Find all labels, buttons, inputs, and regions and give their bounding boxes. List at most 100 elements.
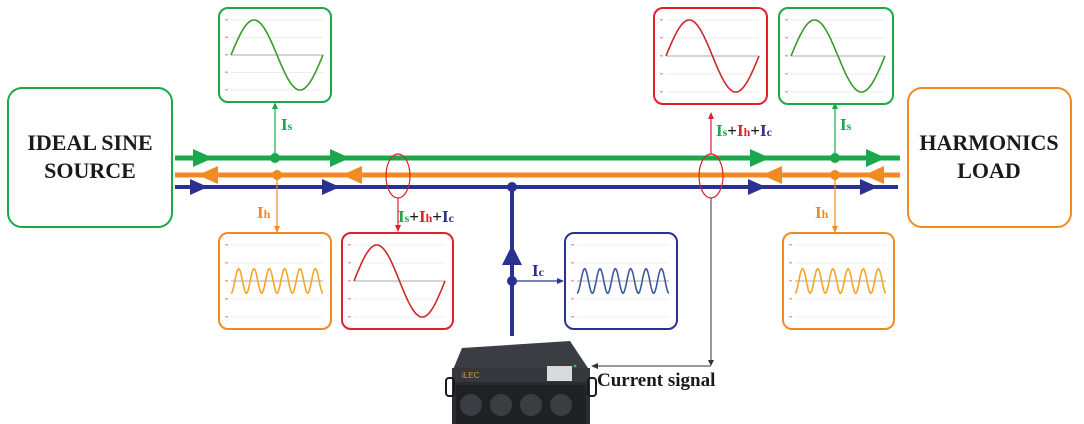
fan-icon [550, 394, 572, 416]
waveform-trace [576, 267, 670, 295]
status-led-icon [573, 364, 577, 368]
junction-dot [270, 153, 280, 163]
tick-label [348, 244, 351, 246]
tick-label [571, 262, 574, 264]
junction-dot [272, 170, 282, 180]
ic-label: Ic [532, 261, 545, 280]
tick-label [660, 19, 663, 21]
tick-label [789, 298, 792, 300]
sum-label-right: Is+Ih+Ic [716, 121, 773, 140]
harmonic-flow-arrows [198, 166, 884, 184]
fan-icon [520, 394, 542, 416]
tick-label [789, 262, 792, 264]
tick-label [348, 262, 351, 264]
tick-label [785, 37, 788, 39]
load-label-line1: HARMONICS [919, 130, 1058, 155]
fan-icon [460, 394, 482, 416]
scope-sum-left [341, 232, 454, 330]
ih-label-right: Ih [815, 203, 829, 222]
tick-label [571, 280, 574, 282]
arrow-left-icon [591, 363, 598, 369]
waveform-trace [790, 19, 886, 93]
arrow-right-icon [557, 278, 564, 284]
tick-label [225, 71, 228, 73]
ih-label-left: Ih [257, 203, 271, 222]
arrow-right-icon [750, 149, 770, 167]
junction-dot [830, 153, 840, 163]
waveform-trace [353, 244, 446, 318]
svg-text:Is+Ih+Ic: Is+Ih+Ic [398, 207, 455, 226]
scope-is-right [778, 7, 894, 105]
tick-label [225, 262, 228, 264]
tick-label [785, 55, 788, 57]
tick-label [571, 244, 574, 246]
is-label-right: Is [840, 115, 852, 134]
active-harmonic-filter-device: iLEC [445, 341, 597, 424]
source-flow-arrows [193, 149, 886, 167]
tick-label [348, 316, 351, 318]
scope-ih-left [218, 232, 332, 330]
tick-label [225, 316, 228, 318]
tick-label [225, 89, 228, 91]
tick-label [789, 316, 792, 318]
tick-label [789, 244, 792, 246]
scope-sum-right [653, 7, 768, 105]
device-brand-logo: iLEC [462, 371, 480, 380]
arrow-right-icon [322, 179, 340, 195]
arrow-right-icon [330, 149, 350, 167]
arrow-up-icon [708, 112, 714, 119]
svg-text:Ic: Ic [532, 261, 545, 280]
svg-text:Ih: Ih [257, 203, 271, 222]
arrow-up-icon [832, 102, 838, 109]
source-label-line1: IDEAL SINE [27, 130, 152, 155]
arrow-up-icon [272, 102, 278, 109]
svg-text:Is: Is [281, 115, 293, 134]
svg-text:Ih: Ih [815, 203, 829, 222]
load-label-line2: LOAD [957, 158, 1021, 183]
tick-label [785, 91, 788, 93]
junction-dot [507, 182, 517, 192]
waveform-trace [794, 267, 887, 295]
tick-label [785, 73, 788, 75]
compensation-flow-arrows [190, 179, 878, 195]
scope-ic [564, 232, 678, 330]
ideal-sine-source-box: IDEAL SINE SOURCE [7, 87, 173, 228]
source-label-line2: SOURCE [44, 158, 136, 183]
tick-label [660, 73, 663, 75]
svg-text:Is: Is [840, 115, 852, 134]
arrow-right-icon [190, 179, 208, 195]
junction-dot [830, 170, 840, 180]
tick-label [225, 36, 228, 38]
waveform-trace [230, 19, 324, 91]
arrow-down-icon [708, 360, 714, 366]
tick-label [571, 298, 574, 300]
current-signal-label: Current signal [597, 370, 715, 391]
waveform-trace [230, 267, 324, 295]
is-label-left: Is [281, 115, 293, 134]
arrow-down-icon [274, 226, 280, 233]
arrow-left-icon [198, 166, 218, 184]
tick-label [225, 19, 228, 21]
arrow-right-icon [866, 149, 886, 167]
arrow-down-icon [832, 226, 838, 233]
harmonics-load-box: HARMONICS LOAD [907, 87, 1072, 228]
tick-label [660, 91, 663, 93]
waveform-trace [665, 19, 760, 93]
device-display [547, 366, 572, 381]
sum-label-left: Is+Ih+Ic [398, 207, 455, 226]
tick-label [660, 55, 663, 57]
tick-label [348, 298, 351, 300]
tick-label [225, 298, 228, 300]
tick-label [785, 19, 788, 21]
tick-label [225, 280, 228, 282]
arrow-right-icon [193, 149, 213, 167]
tick-label [225, 244, 228, 246]
arrow-left-icon [342, 166, 362, 184]
svg-text:Is+Ih+Ic: Is+Ih+Ic [716, 121, 773, 140]
tick-label [348, 280, 351, 282]
arrow-up-icon [502, 245, 522, 265]
arrow-left-icon [762, 166, 782, 184]
arrow-right-icon [860, 179, 878, 195]
tick-label [789, 280, 792, 282]
